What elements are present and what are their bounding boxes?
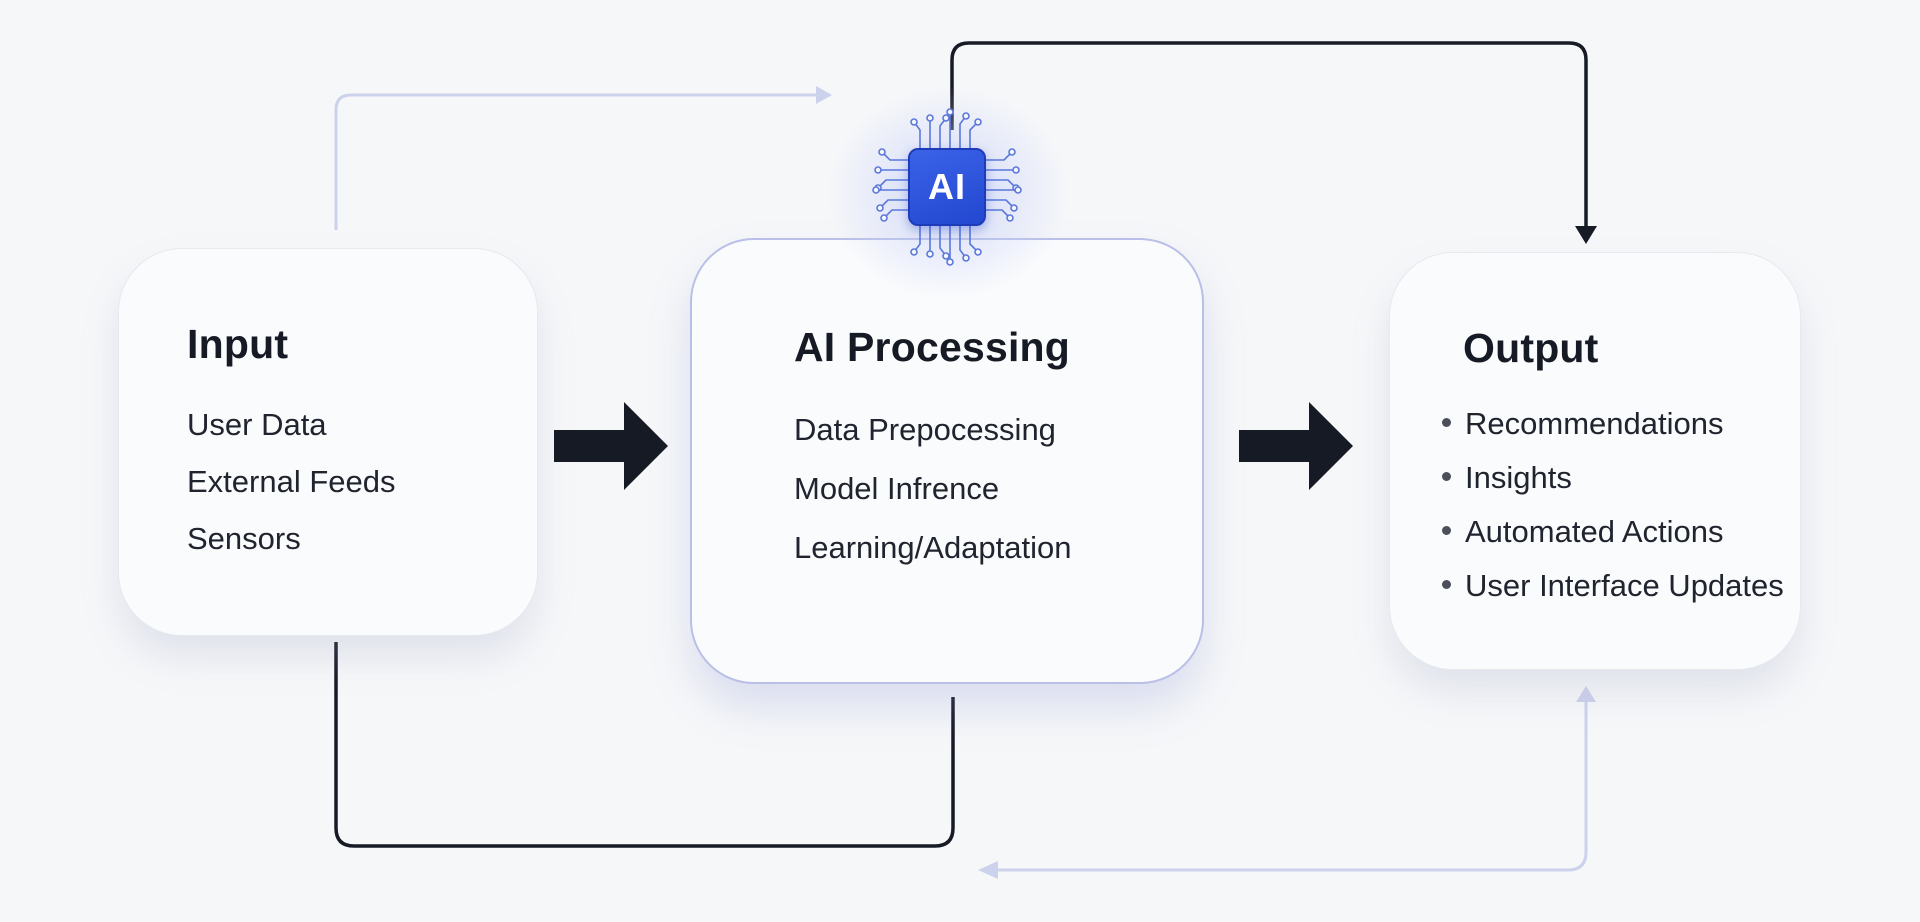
processing-card: AI Processing Data Prepocessing Model In…	[690, 238, 1204, 684]
output-item-label: Automated Actions	[1465, 514, 1724, 549]
output-list: Recommendations Insights Automated Actio…	[1442, 406, 1784, 622]
connector-arrowhead-light	[978, 861, 998, 879]
processing-item: Data Prepocessing	[794, 412, 1056, 447]
processing-list: Data Prepocessing Model Infrence Learnin…	[794, 412, 1072, 589]
connector-chip-to-output	[950, 41, 1588, 228]
input-list: User Data External Feeds Sensors	[187, 407, 396, 578]
input-item: Sensors	[187, 521, 301, 556]
output-item-label: Insights	[1465, 460, 1572, 495]
output-item-label: User Interface Updates	[1465, 568, 1784, 603]
connector-input-to-chip	[334, 93, 830, 230]
processing-item: Model Infrence	[794, 471, 1000, 506]
output-item: Automated Actions	[1442, 514, 1784, 568]
circuit-traces-icon	[872, 108, 1022, 266]
output-card: Output Recommendations Insights Automate…	[1389, 252, 1801, 670]
input-card: Input User Data External Feeds Sensors	[118, 248, 538, 636]
output-item: Insights	[1442, 460, 1784, 514]
bullet-icon	[1442, 418, 1451, 428]
connector-arrowhead-light	[1576, 686, 1596, 702]
input-item: External Feeds	[187, 464, 396, 499]
connector-arrowhead-light	[816, 86, 832, 104]
arrow-right-icon	[554, 402, 668, 490]
connector-arrowhead-dark	[1575, 226, 1597, 244]
output-item-label: Recommendations	[1465, 406, 1724, 441]
input-item: User Data	[187, 407, 327, 442]
output-item: Recommendations	[1442, 406, 1784, 460]
connector-output-feedback	[986, 700, 1588, 872]
bullet-icon	[1442, 580, 1451, 590]
arrow-right-icon	[1239, 402, 1353, 490]
processing-title: AI Processing	[794, 324, 1071, 370]
ai-chip-icon: AI	[908, 148, 986, 226]
output-title: Output	[1463, 325, 1599, 371]
input-title: Input	[187, 321, 289, 367]
bullet-icon	[1442, 526, 1451, 536]
output-item: User Interface Updates	[1442, 568, 1784, 622]
connector-input-to-processing-bottom	[334, 642, 955, 848]
bullet-icon	[1442, 472, 1451, 482]
processing-item: Learning/Adaptation	[794, 530, 1072, 565]
chip-label: AI	[928, 166, 966, 207]
